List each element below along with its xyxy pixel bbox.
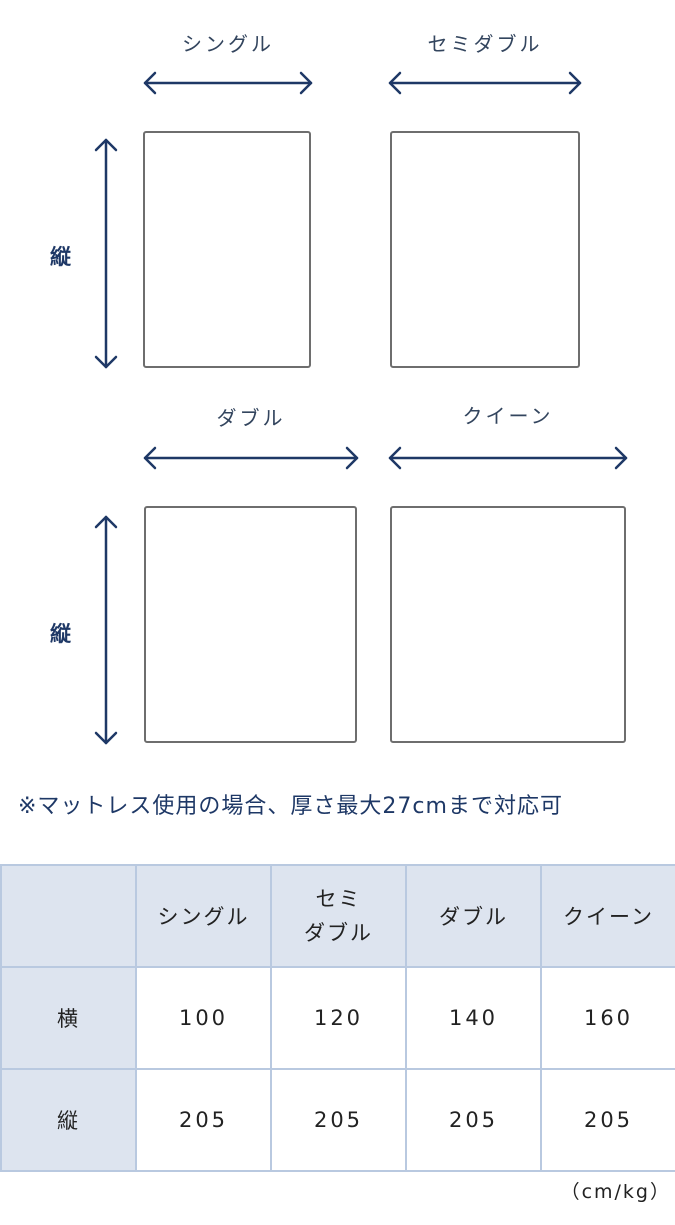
- double-arrow-horizontal-icon: [388, 71, 582, 95]
- double-arrow-horizontal-icon: [388, 446, 628, 470]
- row-label-length: 縦: [0, 1068, 137, 1172]
- table-cell: 205: [270, 1068, 407, 1172]
- row-label-width: 横: [0, 966, 137, 1070]
- dimension-arrows: [94, 71, 628, 745]
- double-arrow-horizontal-icon: [143, 446, 359, 470]
- table-row: 横 100 120 140 160: [0, 966, 675, 1070]
- size-label-double: ダブル: [216, 406, 286, 430]
- table-cell: 140: [405, 966, 542, 1070]
- bed-outline-queen: [390, 506, 626, 743]
- mattress-note: ※マットレス使用の場合、厚さ最大27cmまで対応可: [18, 794, 563, 819]
- size-label-semi-double: セミダブル: [427, 32, 543, 56]
- table-cell: 205: [540, 1068, 675, 1172]
- table-header-corner: [0, 864, 137, 968]
- double-arrow-vertical-icon: [94, 515, 118, 745]
- bed-outline-double: [144, 506, 357, 743]
- unit-label: （cm/kg）: [560, 1181, 671, 1203]
- table-cell: 160: [540, 966, 675, 1070]
- table-cell: 120: [270, 966, 407, 1070]
- double-arrow-horizontal-icon: [143, 71, 313, 95]
- vertical-label: 縦: [50, 622, 71, 646]
- table-cell: 100: [135, 966, 272, 1070]
- size-label-single: シングル: [182, 32, 274, 56]
- vertical-label: 縦: [50, 245, 71, 269]
- table-cell: 205: [405, 1068, 542, 1172]
- table-row: 縦 205 205 205 205: [0, 1068, 675, 1172]
- table-header-row: シングル セミ ダブル ダブル クイーン: [0, 864, 675, 968]
- table-header-double: ダブル: [405, 864, 542, 968]
- table-cell: 205: [135, 1068, 272, 1172]
- size-label-queen: クイーン: [462, 404, 554, 428]
- table-header-single: シングル: [135, 864, 272, 968]
- size-table: シングル セミ ダブル ダブル クイーン 横 100 120 140 160 縦…: [0, 864, 675, 1172]
- bed-outline-semi-double: [390, 131, 580, 368]
- table-header-semi-double: セミ ダブル: [270, 864, 407, 968]
- double-arrow-vertical-icon: [94, 138, 118, 369]
- table-header-queen: クイーン: [540, 864, 675, 968]
- bed-outline-single: [143, 131, 311, 368]
